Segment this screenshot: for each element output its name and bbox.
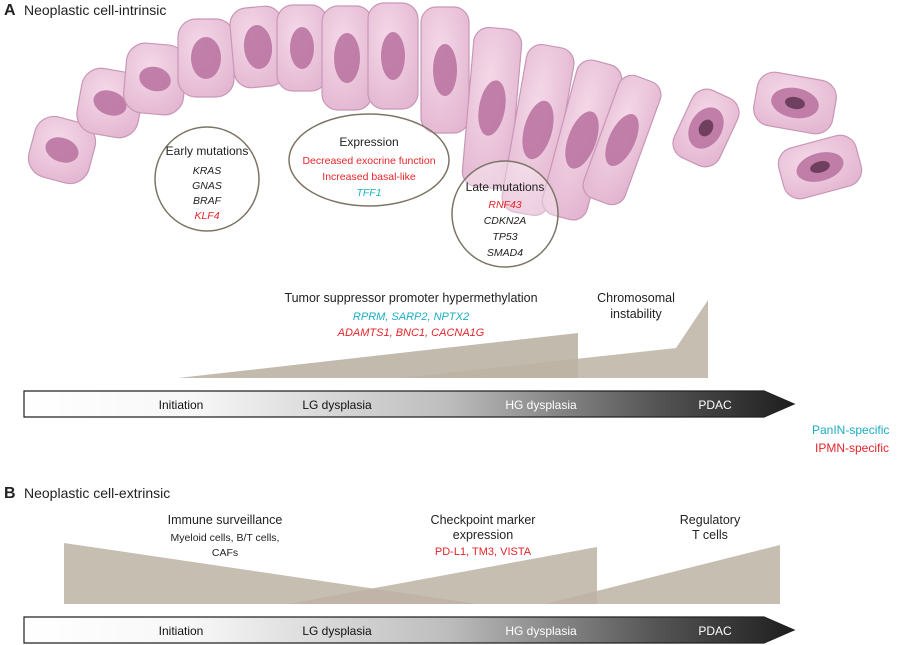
late-mutations-circle xyxy=(451,160,559,268)
hypermethylation-panin-genes: RPRM, SARP2, NPTX2 xyxy=(353,311,469,323)
early-mutations-title: Early mutations xyxy=(166,144,249,158)
epithelial-cell xyxy=(461,26,523,190)
cell-nucleus xyxy=(522,100,554,160)
expression-item-3: TFF1 xyxy=(356,187,381,199)
cell-nucleolus xyxy=(698,119,714,137)
cell-nucleus xyxy=(381,32,405,80)
epithelial-cell xyxy=(541,59,623,221)
legend-ipmn: IPMN-specific xyxy=(815,441,889,455)
immune-cells-line2: CAFs xyxy=(212,547,238,559)
checkpoint-marker-wedge xyxy=(288,547,597,604)
cell-nucleolus xyxy=(810,160,830,174)
epithelial-cell xyxy=(229,5,287,89)
expression-item-1: Decreased exocrine function xyxy=(302,155,435,167)
chromosomal-instability-wedge xyxy=(400,300,708,378)
stage-lg-dysplasia-a: LG dysplasia xyxy=(302,398,372,412)
cell-nucleus xyxy=(45,137,79,163)
expression-callout: Expression Decreased exocrine function I… xyxy=(288,113,450,207)
early-gene-3: BRAF xyxy=(193,195,222,207)
late-gene-1: RNF43 xyxy=(488,199,521,211)
late-gene-3: TP53 xyxy=(492,231,517,243)
epithelial-cell xyxy=(777,134,863,200)
stage-hg-dysplasia-b: HG dysplasia xyxy=(505,624,577,638)
chromosomal-instability-line2: instability xyxy=(610,307,662,321)
stage-hg-dysplasia-a: HG dysplasia xyxy=(505,398,577,412)
stage-pdac-b: PDAC xyxy=(698,624,732,638)
epithelial-cell xyxy=(321,5,373,111)
stage-lg-dysplasia-b: LG dysplasia xyxy=(302,624,372,638)
checkpoint-markers: PD-L1, TM3, VISTA xyxy=(435,546,532,558)
tregs-line1: Regulatory xyxy=(680,513,741,527)
expression-title: Expression xyxy=(339,135,398,149)
epithelial-cell xyxy=(177,18,235,98)
epithelial-cell xyxy=(672,88,740,168)
expression-item-2: Increased basal-like xyxy=(322,171,416,183)
cell-nucleus xyxy=(191,37,221,79)
late-mutations-title: Late mutations xyxy=(466,180,545,194)
late-gene-4: SMAD4 xyxy=(487,247,523,259)
early-gene-4: KLF4 xyxy=(194,210,219,222)
epithelial-cell xyxy=(123,42,187,116)
tregs-line2: T cells xyxy=(692,528,728,542)
expression-ellipse xyxy=(288,113,450,207)
cell-nucleus xyxy=(243,25,273,69)
cell-nucleolus xyxy=(785,96,805,110)
progression-arrow-a xyxy=(23,390,796,418)
cell-nucleus xyxy=(139,66,171,92)
epithelial-cell xyxy=(367,2,419,110)
stage-initiation-b: Initiation xyxy=(159,624,204,638)
epithelial-cell xyxy=(501,43,575,217)
hypermethylation-ipmn-genes: ADAMTS1, BNC1, CACNA1G xyxy=(337,327,485,339)
immune-cells-line1: Myeloid cells, B/T cells, xyxy=(171,532,280,544)
cell-nucleus xyxy=(478,80,506,136)
epithelial-cell xyxy=(582,74,662,206)
stage-initiation-a: Initiation xyxy=(159,398,204,412)
regulatory-t-cell-wedge xyxy=(545,545,780,604)
epithelial-cell xyxy=(753,71,837,135)
cell-nucleus xyxy=(290,27,314,69)
late-gene-2: CDKN2A xyxy=(484,215,527,227)
cell-nucleus xyxy=(565,111,599,169)
early-gene-2: GNAS xyxy=(192,180,222,192)
cell-nucleus xyxy=(334,33,360,83)
progression-arrow-b xyxy=(23,616,796,644)
panel-a-letter: A xyxy=(4,2,16,19)
checkpoint-title-line1: Checkpoint marker xyxy=(431,513,536,527)
legend-panin: PanIN-specific xyxy=(812,423,889,437)
hypermethylation-title: Tumor suppressor promoter hypermethylati… xyxy=(284,291,537,305)
checkpoint-title-line2: expression xyxy=(453,528,513,542)
late-mutations-callout: Late mutations RNF43 CDKN2A TP53 SMAD4 xyxy=(451,160,559,268)
cell-nucleus xyxy=(433,44,457,96)
immune-surveillance-title: Immune surveillance xyxy=(168,513,283,527)
cell-nucleus xyxy=(605,114,639,166)
epithelial-cell xyxy=(420,6,470,134)
panel-b-title: Neoplastic cell-extrinsic xyxy=(24,485,170,501)
panel-a-title: Neoplastic cell-intrinsic xyxy=(24,2,166,18)
epithelial-cell xyxy=(27,115,97,185)
panel-b-letter: B xyxy=(4,485,16,502)
chromosomal-instability-line1: Chromosomal xyxy=(597,291,675,305)
hypermethylation-wedge xyxy=(178,333,578,378)
stage-pdac-a: PDAC xyxy=(698,398,732,412)
early-mutations-circle xyxy=(154,126,260,232)
early-mutations-callout: Early mutations KRAS GNAS BRAF KLF4 xyxy=(154,126,260,232)
cell-nucleus xyxy=(93,90,127,116)
early-gene-1: KRAS xyxy=(193,165,222,177)
epithelial-cell-layer xyxy=(27,2,863,221)
epithelial-cell xyxy=(276,4,328,92)
